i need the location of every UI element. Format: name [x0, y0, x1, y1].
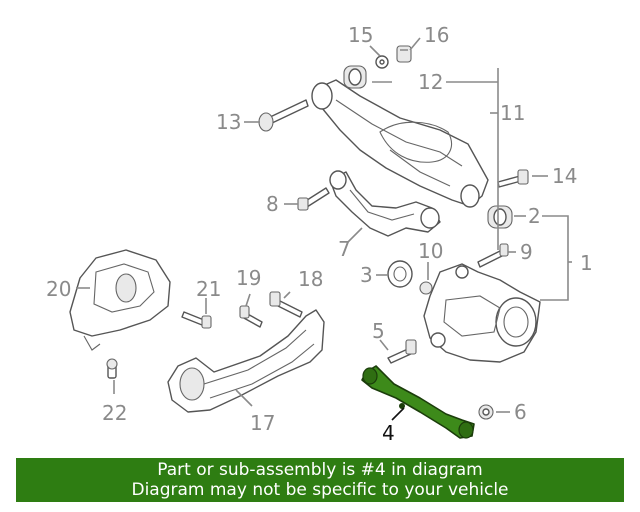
bolt-part-21	[181, 311, 212, 329]
callout-17: 17	[250, 411, 275, 435]
lower-control-arm-part-17	[167, 309, 325, 413]
callout-8: 8	[266, 192, 279, 216]
callout-7: 7	[338, 237, 351, 261]
callout-19: 19	[236, 266, 261, 290]
callout-16: 16	[424, 23, 449, 47]
bushing-part-2	[487, 205, 513, 229]
exploded-parts-diagram: 1 2 3 4 5 6 7 8 9 10 11 12 13 14 15 16 1…	[46, 23, 593, 445]
callout-10: 10	[418, 239, 443, 263]
bolt-part-22	[106, 358, 118, 379]
callout-21: 21	[196, 277, 221, 301]
callout-4: 4	[382, 421, 395, 445]
knuckle-part-1	[423, 263, 541, 363]
bolt-part-9	[477, 243, 509, 268]
bolt-part-8	[297, 187, 330, 211]
callout-5: 5	[372, 319, 385, 343]
callout-13: 13	[216, 110, 241, 134]
callout-9: 9	[520, 240, 533, 264]
cap-part-3	[387, 260, 413, 288]
callout-18: 18	[298, 267, 323, 291]
callout-1: 1	[580, 251, 593, 275]
bolt-part-14	[497, 169, 529, 188]
bolt-part-18	[269, 291, 303, 318]
callout-22: 22	[102, 401, 127, 425]
banner-line-2: Diagram may not be specific to your vehi…	[131, 480, 509, 500]
washer-part-15	[375, 55, 389, 69]
highlighted-link-part-4	[361, 365, 475, 439]
lateral-arm-part-7	[329, 170, 441, 237]
upper-control-arm-part-11	[311, 79, 489, 208]
callout-12: 12	[418, 70, 443, 94]
bolt-part-19	[239, 305, 263, 328]
nut-part-16	[396, 45, 412, 63]
bolt-part-5	[387, 339, 417, 364]
nut-part-10	[419, 281, 433, 295]
mount-part-20	[69, 249, 171, 351]
callout-20: 20	[46, 277, 71, 301]
leader-lines	[76, 37, 572, 421]
callout-15: 15	[348, 23, 373, 47]
bolt-part-13	[258, 99, 309, 132]
banner-line-1: Part or sub-assembly is #4 in diagram	[157, 460, 483, 480]
callout-14: 14	[552, 164, 577, 188]
nut-part-6	[478, 404, 494, 420]
callout-3: 3	[360, 263, 373, 287]
part-info-banner: Part or sub-assembly is #4 in diagram Di…	[16, 458, 624, 502]
callout-2: 2	[528, 204, 541, 228]
bushing-part-12	[343, 65, 367, 89]
callout-6: 6	[514, 400, 527, 424]
callout-labels: 1 2 3 4 5 6 7 8 9 10 11 12 13 14 15 16 1…	[46, 23, 593, 445]
callout-11: 11	[500, 101, 525, 125]
